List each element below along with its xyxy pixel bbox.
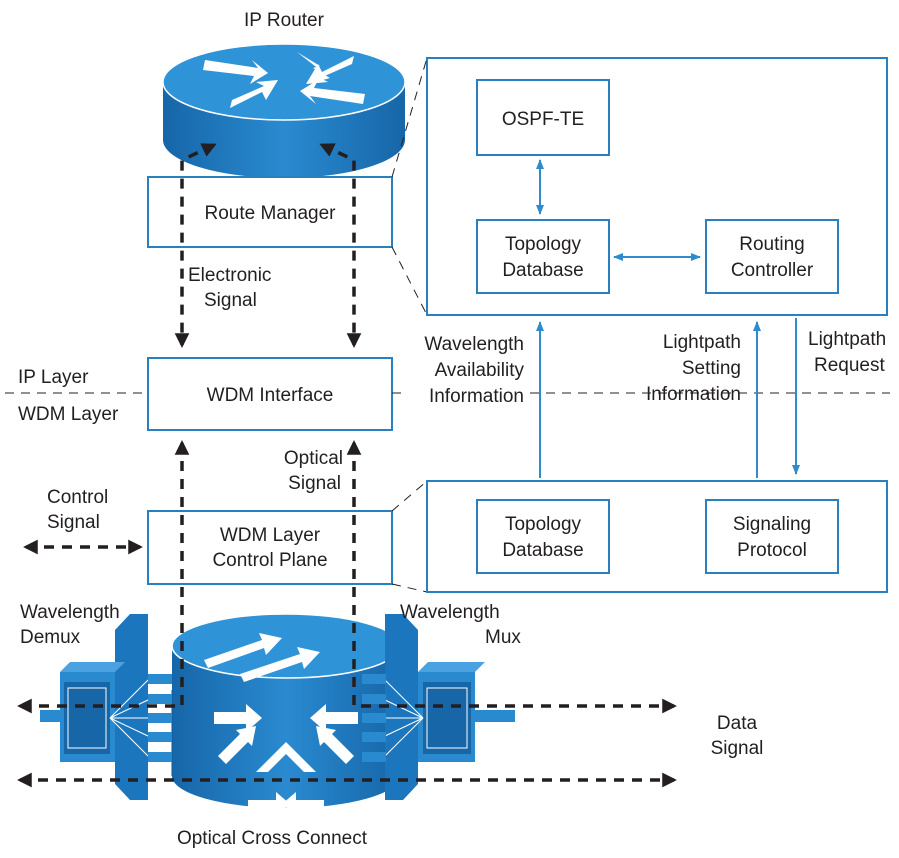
- electronic-signal-label-1: Electronic: [188, 265, 271, 286]
- ospf-te-box[interactable]: [476, 79, 610, 156]
- wavelength-availability-label-3: Information: [429, 386, 524, 407]
- ip-layer-label: IP Layer: [18, 367, 89, 388]
- signaling-protocol-box[interactable]: [705, 499, 839, 574]
- optical-cross-connect-label: Optical Cross Connect: [177, 828, 368, 849]
- lightpath-setting-label-3: Information: [646, 384, 741, 405]
- lightpath-request-label-2: Request: [814, 355, 885, 376]
- wavelength-demux-label-2: Demux: [20, 627, 81, 648]
- wavelength-availability-label-1: Wavelength: [424, 334, 524, 355]
- control-signal-label-1: Control: [47, 487, 108, 508]
- zoom-line-bottom-1: [391, 480, 428, 512]
- signaling-protocol-label-1: Signaling: [733, 514, 811, 535]
- optical-signal-label-1: Optical: [284, 448, 343, 469]
- topology-database-bottom-label-2: Database: [502, 540, 583, 561]
- wdm-layer-label: WDM Layer: [18, 404, 119, 425]
- wdm-control-plane-label-2: Control Plane: [212, 550, 327, 571]
- zoom-line-top-1: [391, 57, 428, 178]
- route-manager-label: Route Manager: [205, 203, 337, 224]
- routing-controller-box[interactable]: [705, 219, 839, 294]
- topology-database-top-box[interactable]: [476, 219, 610, 294]
- wdm-control-plane-label-1: WDM Layer: [220, 525, 321, 546]
- optical-signal-path-right: [346, 440, 677, 714]
- ip-router-label: IP Router: [244, 10, 325, 31]
- wavelength-mux-label-1: Wavelength: [400, 602, 500, 623]
- lightpath-request-label-1: Lightpath: [808, 329, 886, 350]
- electronic-signal-label-2: Signal: [204, 290, 257, 311]
- signaling-protocol-label-2: Protocol: [737, 540, 807, 561]
- optical-cross-connect-icon: [171, 613, 401, 816]
- routing-controller-label-1: Routing: [739, 234, 805, 255]
- router-icon: [162, 43, 406, 178]
- wdm-interface-box[interactable]: [147, 357, 393, 431]
- optical-signal-label-2: Signal: [288, 473, 341, 494]
- data-signal-label-1: Data: [717, 713, 758, 734]
- topology-database-top-label-2: Database: [502, 260, 583, 281]
- lightpath-setting-label-1: Lightpath: [663, 332, 741, 353]
- topology-database-bottom-label-1: Topology: [505, 514, 582, 535]
- wavelength-mux-label-2: Mux: [485, 627, 521, 648]
- control-signal-label-2: Signal: [47, 512, 100, 533]
- wavelength-demux-label-1: Wavelength: [20, 602, 120, 623]
- zoom-line-top-2: [391, 246, 428, 316]
- data-signal-label-2: Signal: [711, 738, 764, 759]
- routing-controller-label-2: Controller: [731, 260, 814, 281]
- zoom-line-bottom-2: [391, 583, 428, 593]
- lightpath-setting-label-2: Setting: [682, 358, 741, 379]
- wavelength-availability-label-2: Availability: [435, 360, 525, 381]
- topology-database-bottom-box[interactable]: [476, 499, 610, 574]
- topology-database-top-label-1: Topology: [505, 234, 582, 255]
- wdm-interface-label: WDM Interface: [207, 385, 334, 406]
- ospf-te-label: OSPF-TE: [502, 109, 584, 130]
